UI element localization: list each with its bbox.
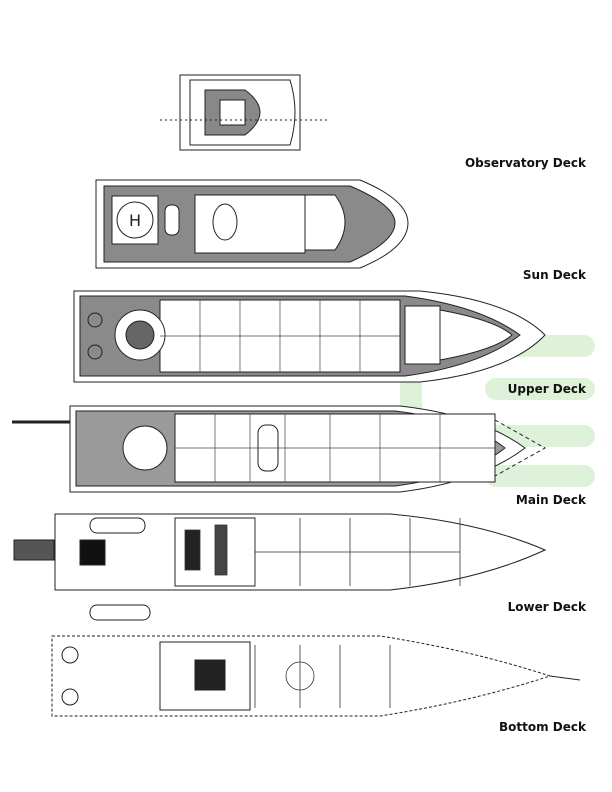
main-deck-plan [12,405,547,493]
observatory-deck-plan [160,74,330,151]
lower-deck-plan [13,513,547,621]
sun-deck-plan: H [95,179,409,269]
deck-label-main: Main Deck [515,493,586,507]
bottom-deck-plan [51,635,581,717]
deck-label-bottom: Bottom Deck [499,720,586,734]
deck-label-sun: Sun Deck [522,268,586,282]
deck-label-lower: Lower Deck [507,600,586,614]
upper-deck-plan [73,290,546,383]
deck-label-observatory: Observatory Deck [464,156,586,170]
svg-text:H: H [129,211,141,230]
deck-label-upper: Upper Deck [507,382,586,396]
